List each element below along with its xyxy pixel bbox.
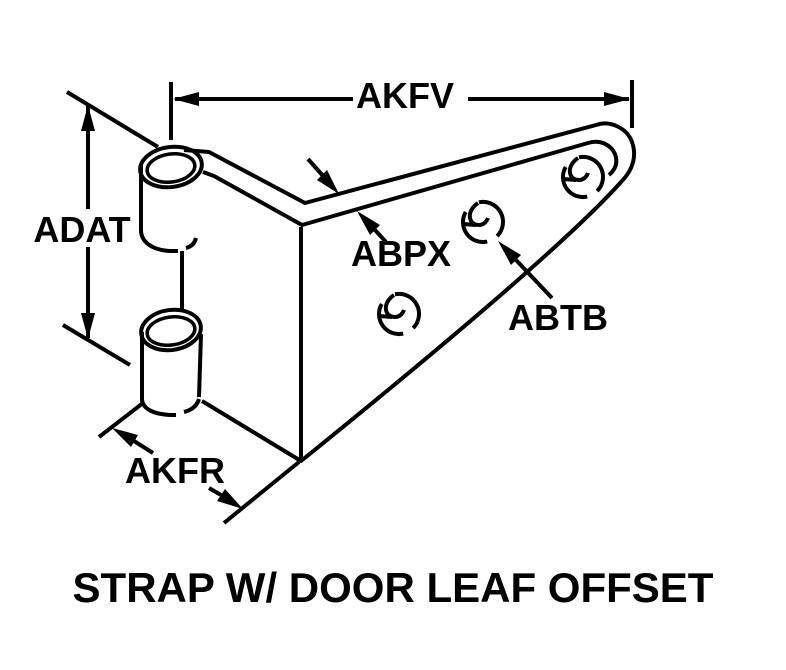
dimension-label-abtb: ABTB	[508, 297, 608, 338]
screw-hole-icon	[377, 291, 421, 337]
dimension-akfv	[169, 80, 634, 140]
dimension-adat	[61, 90, 160, 367]
dimension-label-akfv: AKFV	[356, 75, 454, 116]
akfr-arrowhead-lower	[217, 489, 243, 509]
dimension-label-akfr: AKFR	[125, 450, 225, 491]
abtb-arrowhead	[498, 241, 521, 265]
abpx-leader-upper-shaft	[306, 157, 326, 179]
akfr-arrowhead-upper	[112, 428, 138, 447]
strap-leaf-outer-edge	[183, 121, 637, 463]
akfv-arrowhead-right	[604, 92, 630, 106]
abpx-arrowhead-lower	[357, 211, 380, 235]
leader-abtb	[498, 241, 554, 300]
hole-tick	[462, 222, 477, 227]
akfr-upper-shaft	[132, 439, 155, 455]
screw-hole-icon	[561, 154, 605, 200]
adat-extension-top	[65, 90, 160, 149]
hole-arc-right	[478, 199, 505, 238]
hole-arc-left	[561, 165, 588, 200]
screw-holes	[377, 154, 605, 337]
hole-arc-right	[578, 154, 605, 193]
abpx-leader-lower-shaft	[373, 228, 388, 244]
dimension-akfr	[97, 401, 301, 525]
top-knuckle-body	[139, 166, 178, 253]
strap-leaf-offset-edge	[200, 399, 303, 463]
dimension-label-adat: ADAT	[33, 209, 130, 250]
hole-arc-left	[377, 302, 404, 337]
bottom-knuckle	[139, 307, 203, 417]
hole-arc-right	[394, 291, 421, 330]
dimension-label-abpx: ABPX	[351, 233, 451, 274]
hole-tick	[562, 177, 577, 182]
abpx-arrowhead-upper	[317, 170, 339, 194]
bottom-knuckle-right-edge	[197, 333, 203, 398]
top-knuckle-inner-rim	[145, 151, 197, 185]
top-knuckle	[138, 144, 204, 253]
akfr-extension-lower	[222, 460, 301, 525]
bottom-knuckle-inner-rim	[145, 314, 197, 348]
top-knuckle-bottom-break	[185, 237, 198, 250]
bottom-knuckle-body	[140, 332, 176, 417]
strap-leaf	[183, 121, 637, 463]
akfv-arrowhead-left	[173, 92, 199, 106]
diagram-title: STRAP W/ DOOR LEAF OFFSET	[73, 564, 714, 611]
akfr-lower-shaft	[207, 486, 223, 497]
strap-leaf-inner-edge	[202, 139, 619, 227]
hole-tick	[378, 314, 393, 319]
adat-arrowhead-bottom	[81, 313, 95, 339]
screw-hole-icon	[461, 199, 505, 245]
dimension-labels: AKFV ADAT ABPX ABTB AKFR	[33, 75, 608, 491]
leader-abpx	[306, 157, 388, 244]
hole-inner-hook	[567, 156, 590, 182]
hole-inner-hook	[383, 293, 406, 319]
adat-extension-bottom	[61, 323, 132, 367]
adat-arrowhead-top	[81, 105, 95, 131]
bottom-knuckle-bottom-break	[183, 398, 201, 414]
akfr-extension-upper	[97, 401, 145, 439]
abtb-leader-shaft	[514, 258, 554, 300]
hole-arc-left	[461, 210, 488, 245]
hole-inner-hook	[467, 201, 490, 227]
